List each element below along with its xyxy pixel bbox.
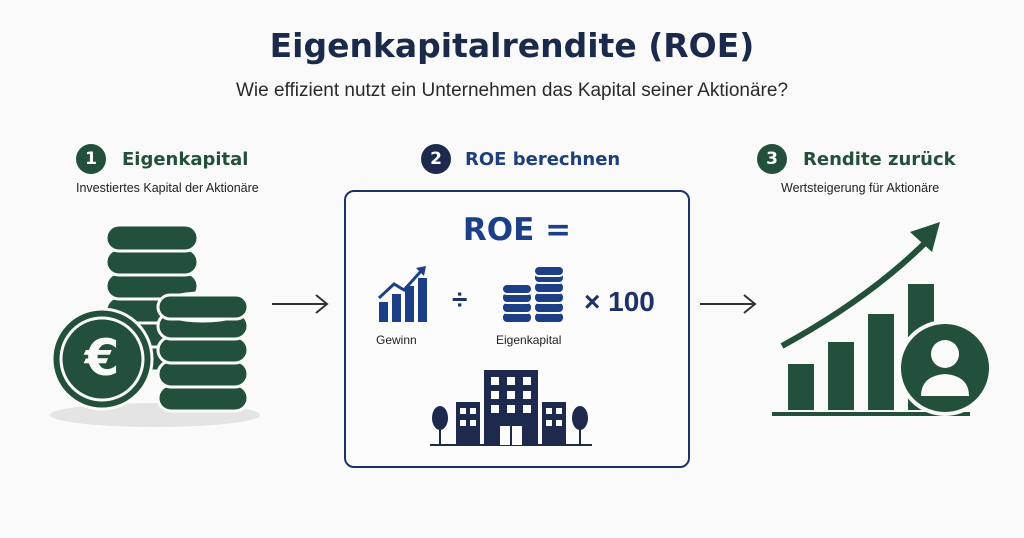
step-3-description: Wertsteigerung für Aktionäre: [781, 181, 940, 195]
step-3-header: 3 Rendite zurück: [757, 144, 956, 174]
multiply-term: × 100: [584, 286, 655, 317]
step-3-number: 3: [757, 144, 787, 174]
step-1-title: Eigenkapital: [122, 148, 249, 170]
coin-stack-euro-icon: €: [50, 221, 260, 427]
bar-chart-growth-icon: [377, 266, 427, 322]
step-2-number: 2: [421, 144, 451, 174]
arrow-right-icon: [272, 294, 329, 314]
formula-lhs: ROE =: [462, 212, 572, 248]
step-1-number: 1: [76, 144, 106, 174]
step-1-header: 1 Eigenkapital: [76, 144, 248, 174]
page-subtitle: Wie effizient nutzt ein Unternehmen das …: [235, 80, 789, 101]
step-2-title: ROE berechnen: [465, 148, 621, 170]
coin-stack-icon: [501, 265, 565, 324]
denominator-label: Eigenkapital: [496, 333, 562, 347]
company-building-icon: [430, 370, 592, 446]
arrow-right-icon: [700, 294, 757, 314]
divide-symbol: ÷: [452, 284, 468, 315]
numerator-label: Gewinn: [376, 333, 417, 347]
page-title: Eigenkapitalrendite (ROE): [269, 26, 755, 65]
formula-panel: ROE = Gewinn ÷ Eigenkapital × 100: [344, 190, 690, 468]
svg-text:€: €: [84, 329, 120, 387]
step-1-description: Investiertes Kapital der Aktionäre: [76, 181, 259, 195]
step-3-title: Rendite zurück: [803, 148, 956, 170]
growth-chart-investor-icon: [772, 222, 993, 416]
step-2-header: 2 ROE berechnen: [421, 144, 620, 174]
